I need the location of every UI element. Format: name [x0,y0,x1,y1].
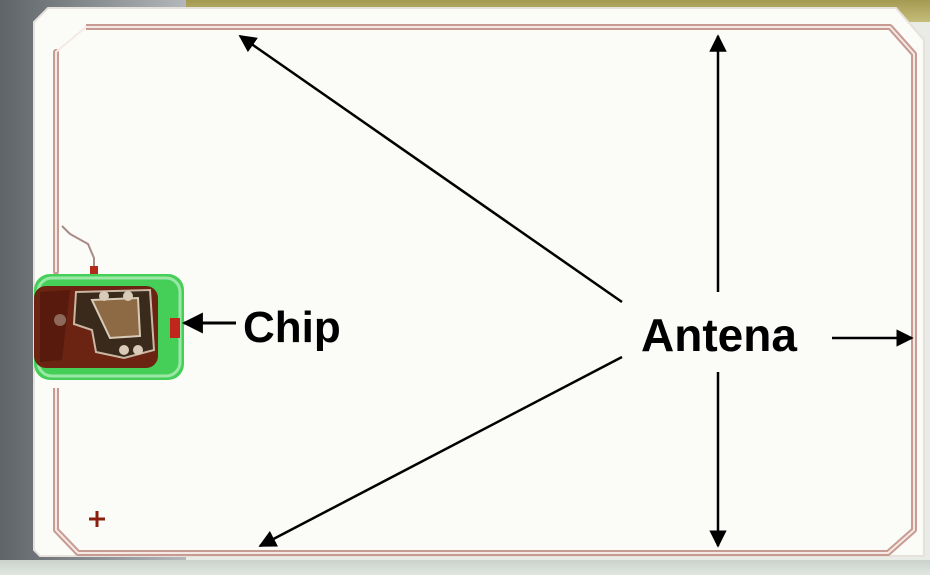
chip-pad-1 [99,291,109,301]
chip-label: Chip [243,303,341,352]
chip-pad-4 [133,345,143,355]
antenna-feed-line [61,225,95,270]
crosshair-marker [89,511,105,527]
chip-circuit-detail [90,296,142,340]
antenna-arrow-top-left [238,34,623,304]
background-frame-bottom [0,560,930,575]
chip-module [34,274,184,380]
chip-contact-red [170,318,180,338]
feed-pad [90,266,98,274]
chip-die-shading [40,290,70,362]
chip-pad-3 [119,345,129,355]
antenna-loop-highlight [55,26,915,554]
chip-pad-2 [123,291,133,301]
antenna-arrow-bottom-left [258,355,623,548]
antenna-label: Antena [641,309,797,361]
